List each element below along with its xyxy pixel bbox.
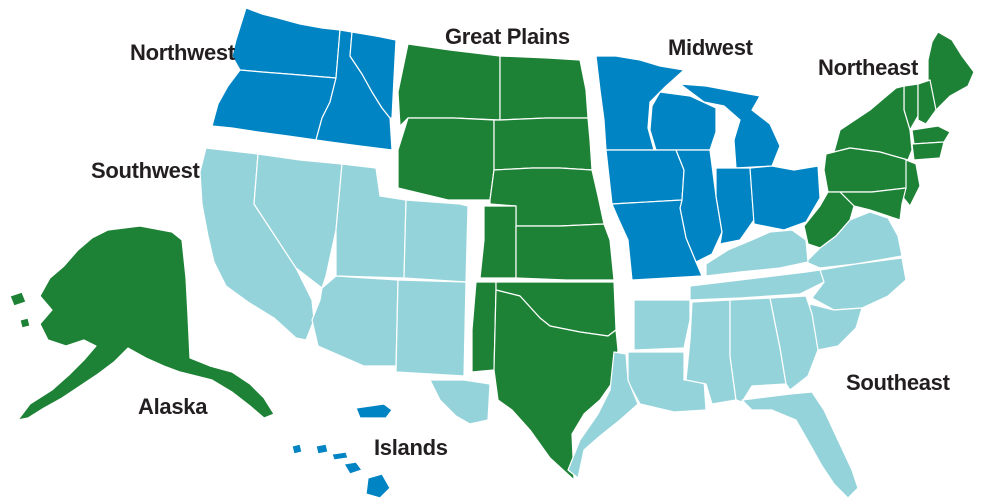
- label-southwest: Southwest: [91, 158, 200, 183]
- state-alaska-island-1[interactable]: [9, 291, 27, 307]
- island-puerto-rico[interactable]: [355, 403, 393, 419]
- label-northwest: Northwest: [130, 40, 235, 65]
- state-texas-west[interactable]: [429, 379, 491, 425]
- state-colorado[interactable]: [479, 205, 517, 279]
- label-southeast: Southeast: [846, 370, 950, 395]
- state-new-mexico[interactable]: [395, 279, 467, 377]
- state-florida[interactable]: [741, 391, 859, 499]
- state-washington[interactable]: [231, 7, 341, 79]
- label-alaska: Alaska: [138, 394, 208, 419]
- region-islands[interactable]: [291, 403, 393, 499]
- state-alaska-island-2[interactable]: [19, 317, 31, 329]
- region-southwest[interactable]: [199, 147, 491, 425]
- state-kansas[interactable]: [515, 223, 615, 281]
- state-texas-gulf[interactable]: [567, 351, 639, 479]
- state-maryland[interactable]: [839, 187, 907, 221]
- state-south-dakota[interactable]: [493, 117, 593, 171]
- state-montana[interactable]: [397, 43, 501, 127]
- state-oregon[interactable]: [211, 69, 337, 141]
- state-arkansas[interactable]: [633, 299, 691, 351]
- state-massachusetts[interactable]: [911, 125, 951, 145]
- state-northwest-east[interactable]: [349, 31, 397, 119]
- state-north-dakota[interactable]: [499, 55, 589, 121]
- state-nevada[interactable]: [253, 153, 343, 289]
- region-alaska[interactable]: [9, 225, 275, 421]
- state-arizona[interactable]: [311, 275, 399, 367]
- state-iowa[interactable]: [605, 149, 685, 205]
- region-great-plains[interactable]: [397, 43, 619, 481]
- label-northeast: Northeast: [818, 55, 918, 80]
- state-georgia[interactable]: [769, 295, 819, 391]
- state-virginia[interactable]: [805, 211, 903, 269]
- region-southeast[interactable]: [567, 211, 907, 499]
- state-ohio[interactable]: [749, 165, 821, 231]
- state-kentucky[interactable]: [705, 229, 809, 277]
- state-new-hampshire[interactable]: [917, 79, 937, 125]
- state-maine[interactable]: [927, 31, 975, 111]
- label-midwest: Midwest: [668, 35, 753, 60]
- state-colorado-west[interactable]: [403, 199, 469, 283]
- state-wyoming[interactable]: [397, 117, 495, 201]
- state-indiana[interactable]: [715, 167, 755, 245]
- state-utah[interactable]: [335, 163, 407, 279]
- region-midwest[interactable]: [595, 55, 821, 281]
- state-alaska[interactable]: [17, 225, 275, 421]
- island-hawaii-big[interactable]: [365, 473, 391, 499]
- island-hawaii-kauai[interactable]: [291, 443, 303, 455]
- state-minnesota[interactable]: [595, 55, 685, 151]
- label-great-plains: Great Plains: [445, 24, 570, 49]
- region-northeast[interactable]: [803, 31, 975, 249]
- state-connecticut[interactable]: [911, 141, 945, 161]
- state-texas[interactable]: [493, 289, 619, 481]
- label-islands: Islands: [374, 435, 448, 460]
- state-michigan[interactable]: [679, 83, 781, 169]
- state-new-mexico-east[interactable]: [471, 281, 497, 373]
- island-hawaii-oahu[interactable]: [315, 443, 329, 455]
- island-hawaii-molokai[interactable]: [331, 451, 349, 461]
- region-northwest[interactable]: [211, 7, 397, 151]
- island-hawaii-maui[interactable]: [343, 461, 363, 475]
- state-missouri[interactable]: [611, 199, 703, 281]
- state-north-carolina[interactable]: [811, 257, 907, 311]
